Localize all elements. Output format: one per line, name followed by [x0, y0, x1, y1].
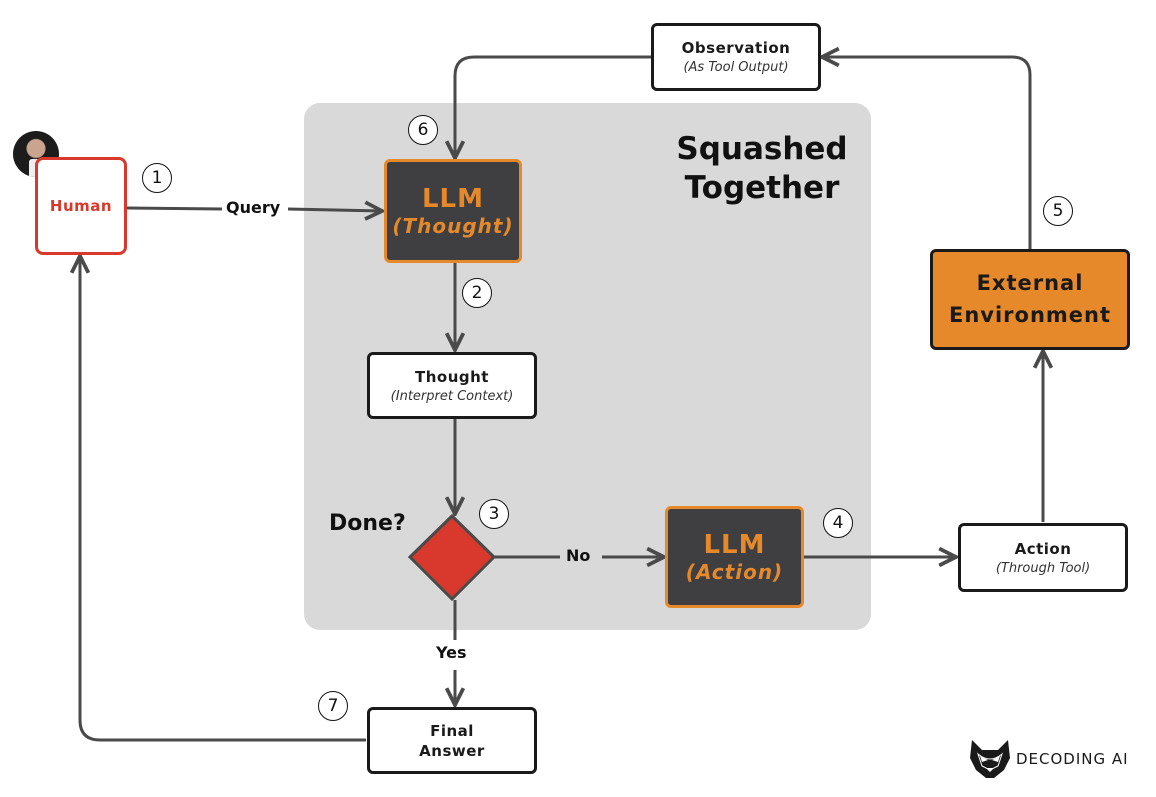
- llm-action-node[interactable]: LLM (Action): [665, 506, 804, 608]
- query-edge-label: Query: [226, 198, 281, 217]
- llm-thought-subtitle: (Thought): [392, 214, 514, 238]
- step-marker-6: 6: [408, 115, 438, 145]
- llm-action-subtitle: (Action): [685, 560, 784, 584]
- step-marker-5: 5: [1043, 196, 1073, 226]
- llm-thought-node[interactable]: LLM (Thought): [384, 159, 522, 263]
- llm-thought-title: LLM: [421, 184, 484, 214]
- step-marker-1: 1: [142, 163, 172, 193]
- action-subtitle: (Through Tool): [995, 560, 1091, 576]
- human-node[interactable]: Human: [35, 157, 127, 255]
- decision-diamond: [407, 513, 497, 602]
- step-marker-3: 3: [479, 499, 509, 529]
- logo-text: DECODING AI: [1016, 750, 1129, 768]
- final-answer-line2: Answer: [419, 741, 485, 760]
- edge-human-to-llm-thought: [125, 206, 223, 211]
- decision-label: Done?: [329, 511, 406, 536]
- yes-edge-label: Yes: [436, 643, 467, 662]
- action-title: Action: [1014, 539, 1072, 558]
- final-answer-line1: Final: [430, 721, 474, 740]
- thought-title: Thought: [415, 367, 489, 386]
- edge-environment-to-observation: [822, 57, 1032, 249]
- step-marker-7: 7: [318, 691, 348, 721]
- observation-subtitle: (As Tool Output): [683, 60, 789, 75]
- final-answer-node[interactable]: Final Answer: [367, 707, 537, 774]
- external-environment-node[interactable]: External Environment: [930, 249, 1130, 350]
- observation-title: Observation: [681, 39, 791, 57]
- wolf-icon: [970, 740, 1010, 778]
- step-marker-2: 2: [462, 278, 492, 308]
- group-title-line1: Squashed: [676, 131, 848, 167]
- human-label: Human: [49, 197, 113, 215]
- step-marker-4: 4: [823, 508, 853, 538]
- environment-line2: Environment: [948, 302, 1112, 327]
- group-title-line2: Together: [684, 169, 840, 206]
- llm-action-title: LLM: [703, 530, 766, 560]
- environment-line1: External: [976, 271, 1084, 295]
- thought-node[interactable]: Thought (Interpret Context): [367, 352, 537, 419]
- decoding-ai-logo: DECODING AI: [968, 738, 1129, 780]
- edge-observation-to-llm-thought: [455, 55, 651, 158]
- thought-subtitle: (Interpret Context): [390, 388, 514, 404]
- edge-final-answer-to-human: [80, 256, 366, 742]
- action-node[interactable]: Action (Through Tool): [958, 523, 1128, 592]
- observation-node[interactable]: Observation (As Tool Output): [651, 23, 821, 91]
- edge-query-to-llm-thought: [287, 209, 382, 211]
- group-title: Squashed Together: [672, 130, 852, 208]
- no-edge-label: No: [566, 546, 591, 565]
